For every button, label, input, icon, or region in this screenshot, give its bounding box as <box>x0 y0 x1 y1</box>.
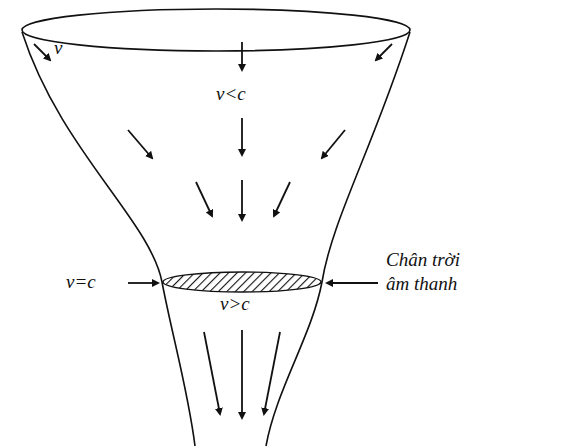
funnel-wall <box>22 32 195 446</box>
funnel-rim <box>22 9 410 51</box>
velocity-label: v=c <box>66 270 96 294</box>
horizon-label: Chân trời âm thanh <box>386 248 476 296</box>
funnel-wall <box>266 32 410 446</box>
velocity-label: v>c <box>220 292 250 316</box>
sonic-horizon <box>163 272 321 292</box>
velocity-label: v <box>54 36 62 60</box>
velocity-label: v<c <box>216 82 246 106</box>
flow-arrows <box>34 42 392 418</box>
